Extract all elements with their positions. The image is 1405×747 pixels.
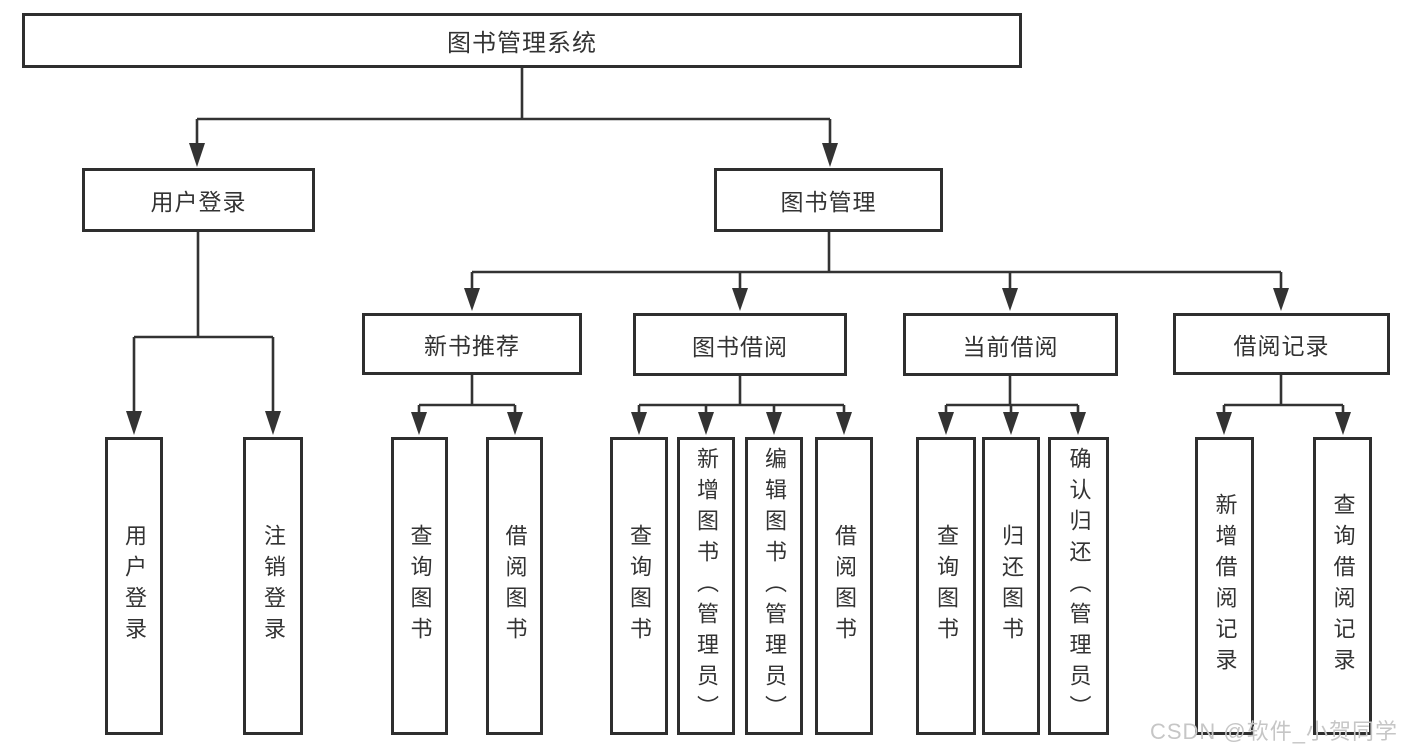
node-user-login: 用户登录	[82, 168, 315, 232]
node-book-borrowing: 图书借阅	[633, 313, 847, 376]
node-label: 图书管理	[780, 189, 877, 215]
node-label: 当前借阅	[962, 333, 1059, 360]
node-book-management: 图书管理	[714, 168, 943, 232]
node-label: 图书借阅	[692, 333, 788, 360]
node-new-book-recommendation: 新书推荐	[362, 313, 582, 375]
node-records-query-borrow-record: 查询借阅记录	[1313, 437, 1372, 735]
node-borrow-add-books-admin: 新增图书（管理员）	[677, 437, 735, 735]
node-label: 用户登录	[122, 524, 147, 648]
node-borrowing-records: 借阅记录	[1173, 313, 1390, 375]
node-label: 借阅图书	[502, 524, 528, 648]
node-label: 新增图书（管理员）	[694, 446, 719, 726]
node-label: 编辑图书（管理员）	[762, 446, 787, 726]
node-label: 借阅记录	[1233, 333, 1330, 359]
node-current-query-books: 查询图书	[916, 437, 976, 735]
node-recommend-query-books: 查询图书	[391, 437, 448, 735]
node-records-add-borrow-record: 新增借阅记录	[1195, 437, 1254, 735]
node-label: 查询图书	[407, 524, 433, 648]
node-label: 归还图书	[999, 524, 1024, 648]
node-borrow-edit-books-admin: 编辑图书（管理员）	[745, 437, 803, 735]
node-label: 注销登录	[261, 524, 286, 648]
node-current-return-books: 归还图书	[982, 437, 1040, 735]
node-label: 查询图书	[627, 524, 652, 648]
node-library-management-system: 图书管理系统	[22, 13, 1022, 68]
node-label: 借阅图书	[832, 524, 857, 648]
node-label: 查询借阅记录	[1330, 493, 1356, 679]
node-borrow-borrow-books: 借阅图书	[815, 437, 873, 735]
node-borrow-query-books: 查询图书	[610, 437, 668, 735]
node-current-borrowing: 当前借阅	[903, 313, 1118, 376]
node-label: 新书推荐	[424, 333, 520, 359]
node-login-logout: 注销登录	[243, 437, 303, 735]
node-label: 查询图书	[934, 524, 959, 648]
node-label: 确认归还（管理员）	[1066, 446, 1092, 726]
node-current-confirm-return-admin: 确认归还（管理员）	[1048, 437, 1109, 735]
node-label: 新增借阅记录	[1212, 493, 1238, 679]
node-label: 用户登录	[150, 189, 247, 215]
node-recommend-borrow-books: 借阅图书	[486, 437, 543, 735]
node-label: 图书管理系统	[447, 30, 597, 57]
node-login-user-login: 用户登录	[105, 437, 163, 735]
csdn-watermark: CSDN @软件_小贺同学	[1149, 719, 1398, 744]
